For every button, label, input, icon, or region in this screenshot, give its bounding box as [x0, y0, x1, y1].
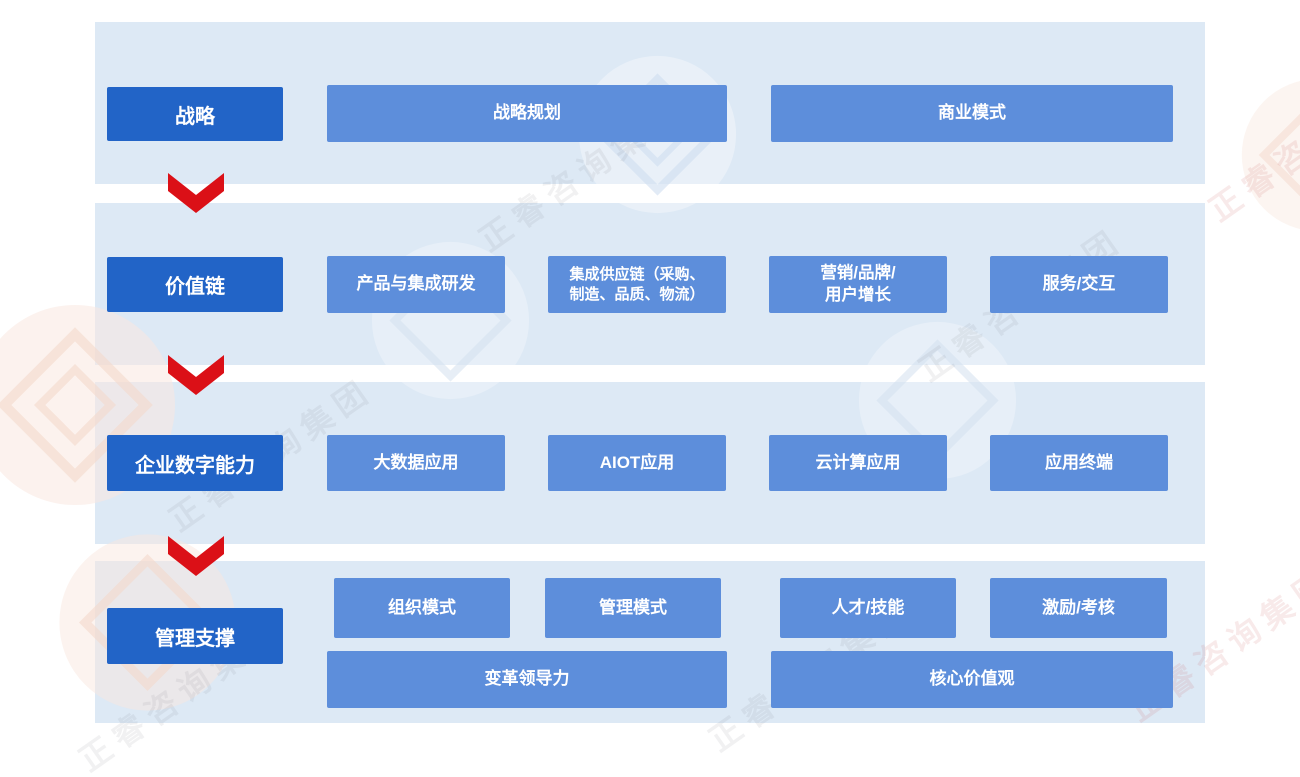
logo-watermark-icon — [1238, 75, 1300, 235]
row-header-management-support: 管理支撑 — [107, 608, 283, 664]
box-cloud-computing-application: 云计算应用 — [769, 435, 947, 491]
down-arrow-icon — [168, 355, 224, 395]
down-arrow-icon — [168, 536, 224, 576]
box-incentive-assessment: 激励/考核 — [990, 578, 1167, 638]
box-organization-model: 组织模式 — [334, 578, 510, 638]
box-strategic-planning: 战略规划 — [327, 85, 727, 142]
row-header-digital-capability: 企业数字能力 — [107, 435, 283, 491]
box-core-values: 核心价值观 — [771, 651, 1173, 708]
row-header-strategy: 战略 — [107, 87, 283, 141]
box-aiot-application: AIOT应用 — [548, 435, 726, 491]
box-business-model: 商业模式 — [771, 85, 1173, 142]
box-integrated-supply-chain: 集成供应链（采购、 制造、品质、物流） — [548, 256, 726, 313]
box-talent-skills: 人才/技能 — [780, 578, 956, 638]
box-product-integrated-rd: 产品与集成研发 — [327, 256, 505, 313]
box-marketing-brand-user-growth: 营销/品牌/ 用户增长 — [769, 256, 947, 313]
box-change-leadership: 变革领导力 — [327, 651, 727, 708]
text-watermark: 正睿咨询集团 — [1202, 61, 1300, 229]
box-application-terminal: 应用终端 — [990, 435, 1168, 491]
box-service-interaction: 服务/交互 — [990, 256, 1168, 313]
row-header-value-chain: 价值链 — [107, 257, 283, 312]
box-big-data-application: 大数据应用 — [327, 435, 505, 491]
down-arrow-icon — [168, 173, 224, 213]
box-management-model: 管理模式 — [545, 578, 721, 638]
